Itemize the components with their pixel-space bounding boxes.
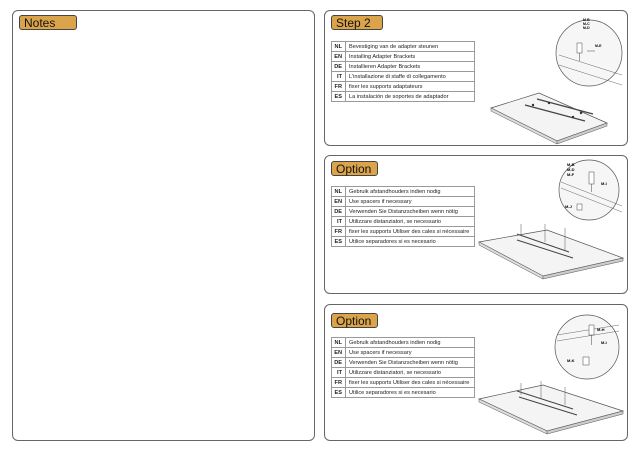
notes-title: Notes xyxy=(19,15,77,30)
step2-label-2: M-C xyxy=(583,22,590,26)
notes-panel: Notes xyxy=(12,10,315,441)
option1-label-3: M-F xyxy=(567,172,575,177)
option1-label-1: M-B xyxy=(567,162,575,167)
option2-label-1: M-H xyxy=(597,327,605,332)
step2-label-1: M-B xyxy=(583,18,590,22)
step2-label-3: M-D xyxy=(583,26,590,30)
option2-title: Option xyxy=(331,313,378,328)
option2-illustration: M-H M-I M-K xyxy=(477,314,625,435)
option2-label-3: M-K xyxy=(567,358,575,363)
option1-title: Option xyxy=(331,161,378,176)
option1-label-4: M-I xyxy=(601,181,607,186)
option1-label-2: M-D xyxy=(567,167,575,172)
option2-label-2: M-I xyxy=(601,340,607,345)
step2-illustration: M-B M-C M-D M-E xyxy=(490,18,623,145)
option1-label-5: M-J xyxy=(565,204,572,209)
step2-title: Step 2 xyxy=(331,15,383,30)
step2-label-4: M-E xyxy=(595,44,602,48)
option1-illustration: M-B M-D M-F M-I M-J xyxy=(477,159,625,280)
